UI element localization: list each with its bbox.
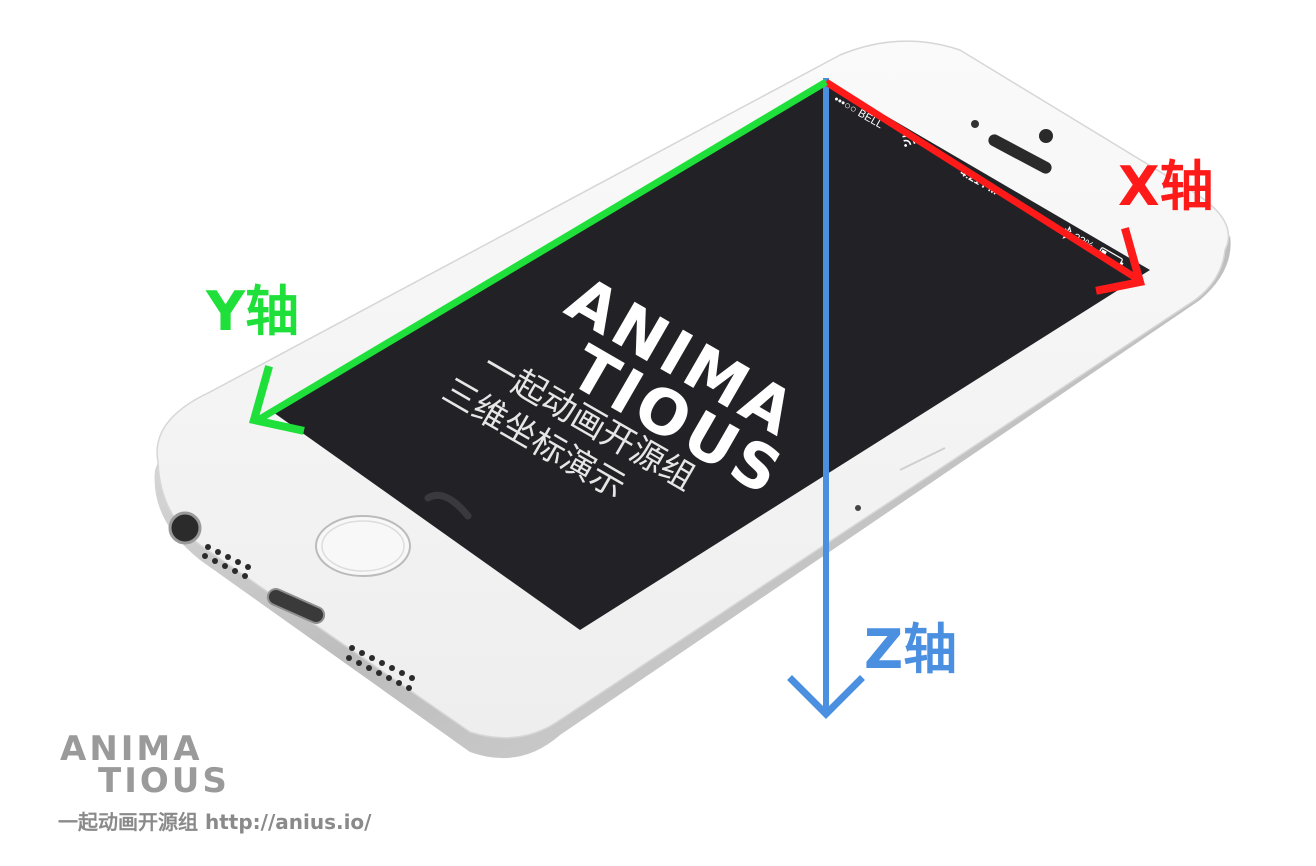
headphone-jack-icon [168, 511, 202, 545]
footer-logo-line1: ANIMA [60, 729, 203, 769]
proximity-sensor-icon [971, 120, 979, 128]
x-axis-label: X轴 [1118, 155, 1214, 218]
lightning-port-icon [266, 588, 326, 624]
y-axis-label: Y轴 [205, 280, 299, 343]
z-axis-label: Z轴 [864, 618, 957, 681]
y-axis-arrowhead [249, 365, 305, 435]
swipe-chevron-icon [424, 491, 472, 520]
z-axis-arrowhead [787, 675, 865, 719]
speaker-grill-right-icon [346, 645, 415, 691]
front-camera-icon [1039, 129, 1053, 143]
phone: •••○○ BELL 4:21 PM 22% ANIMA TIOUS [154, 40, 1231, 759]
axes: X轴 Y轴 Z轴 [205, 78, 1214, 719]
home-button[interactable] [315, 515, 411, 577]
speaker-grill-left-icon [202, 544, 251, 579]
footer-caption[interactable]: 一起动画开源组 http://anius.io/ [58, 810, 372, 834]
footer: ANIMA TIOUS 一起动画开源组 http://anius.io/ [58, 728, 458, 838]
phone-screen [270, 82, 1150, 630]
sim-tray [899, 447, 946, 471]
y-axis-line [256, 78, 828, 424]
microphone-hole-icon [855, 505, 861, 511]
footer-logo-line2: TIOUS [98, 761, 230, 801]
x-axis-arrowhead [1095, 227, 1146, 295]
x-axis-line [824, 79, 1138, 281]
earpiece [988, 134, 1052, 174]
